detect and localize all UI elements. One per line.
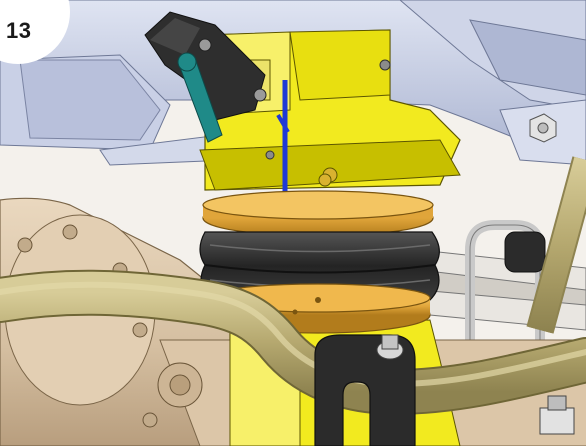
sway-bar <box>0 156 586 416</box>
leveling-link-rod <box>276 80 290 195</box>
lower-hardware <box>539 395 575 435</box>
frame-bolt <box>529 113 557 143</box>
valve-arm <box>177 52 223 143</box>
frame-hanger-bolt <box>318 173 332 187</box>
step-number-label: 13 <box>6 18 32 43</box>
sway-bar-clamp <box>314 334 416 446</box>
upper-mount-bracket <box>199 29 461 191</box>
leveling-valve <box>144 11 267 121</box>
